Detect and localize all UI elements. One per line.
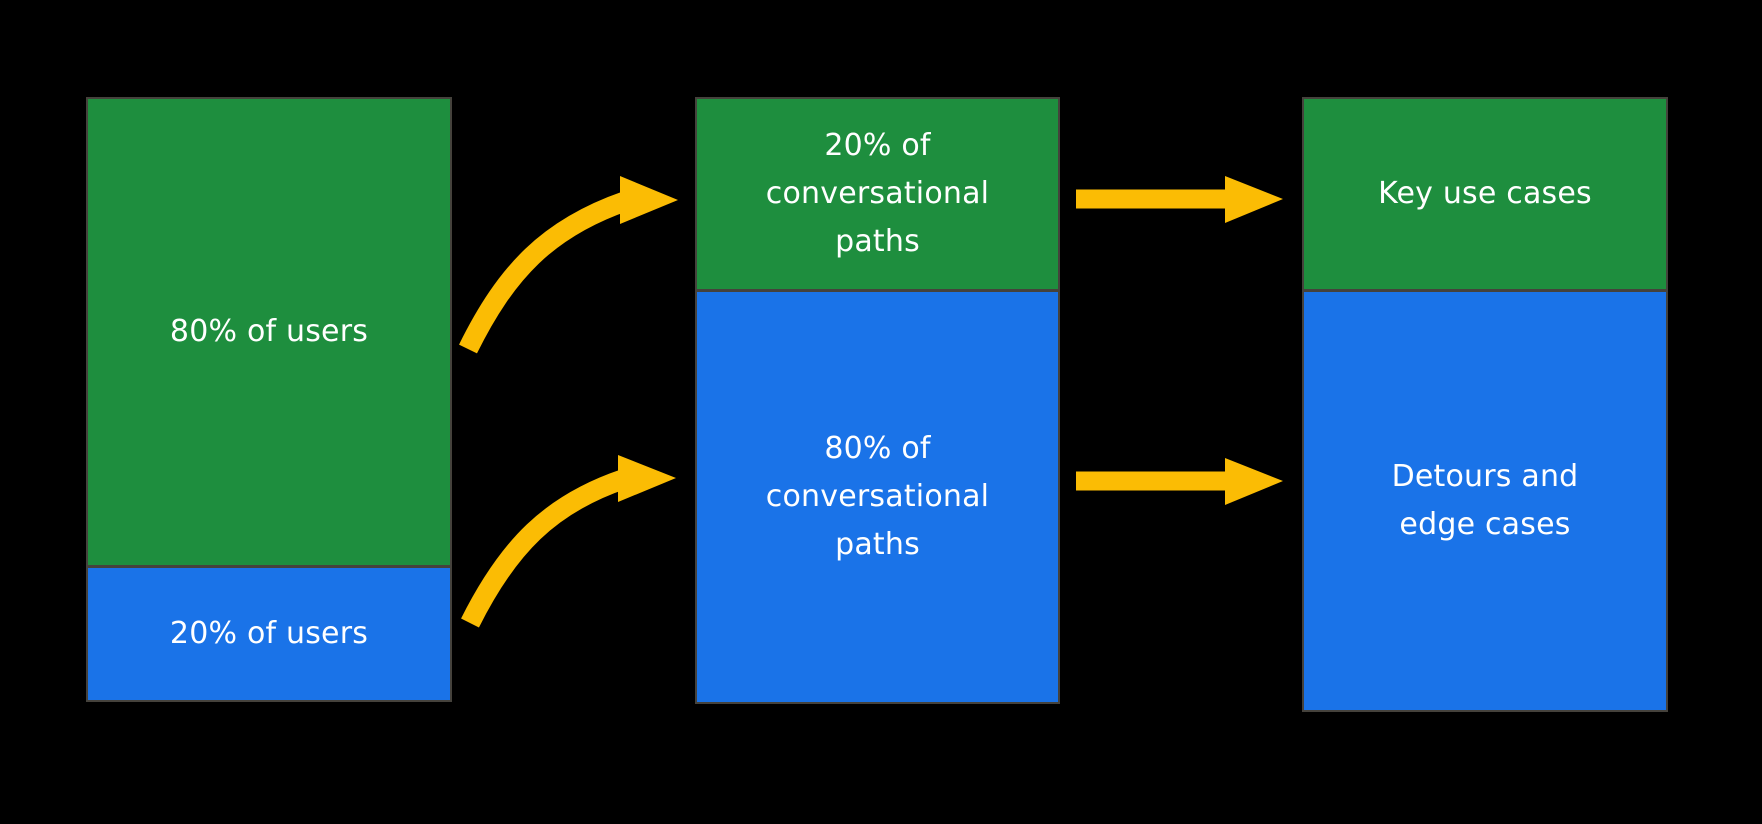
users-20-segment: 20% of users	[88, 568, 450, 700]
paths-80-segment: 80% of conversational paths	[697, 292, 1058, 702]
detours-edge-cases-label: Detours and edge cases	[1391, 459, 1579, 542]
users-bar: 80% of users 20% of users	[86, 97, 452, 702]
users-20-label: 20% of users	[169, 616, 369, 651]
users-80-label: 80% of users	[169, 314, 369, 349]
curved-arrow-bottom-icon	[461, 455, 676, 628]
detours-edge-cases-segment: Detours and edge cases	[1304, 292, 1666, 710]
paths-20-label: 20% of conversational paths	[765, 128, 990, 259]
segment-divider	[697, 289, 1058, 292]
paths-20-segment: 20% of conversational paths	[697, 99, 1058, 289]
paths-80-label: 80% of conversational paths	[765, 431, 990, 562]
key-use-cases-label: Key use cases	[1378, 176, 1592, 211]
straight-arrow-top-icon	[1076, 176, 1283, 223]
curved-arrow-top-icon	[459, 176, 678, 354]
key-use-cases-segment: Key use cases	[1304, 99, 1666, 289]
outcomes-bar: Key use cases Detours and edge cases	[1302, 97, 1668, 712]
users-80-segment: 80% of users	[88, 99, 450, 565]
conversational-paths-bar: 20% of conversational paths 80% of conve…	[695, 97, 1060, 704]
straight-arrow-bottom-icon	[1076, 458, 1283, 505]
segment-divider	[1304, 289, 1666, 292]
segment-divider	[88, 565, 450, 568]
